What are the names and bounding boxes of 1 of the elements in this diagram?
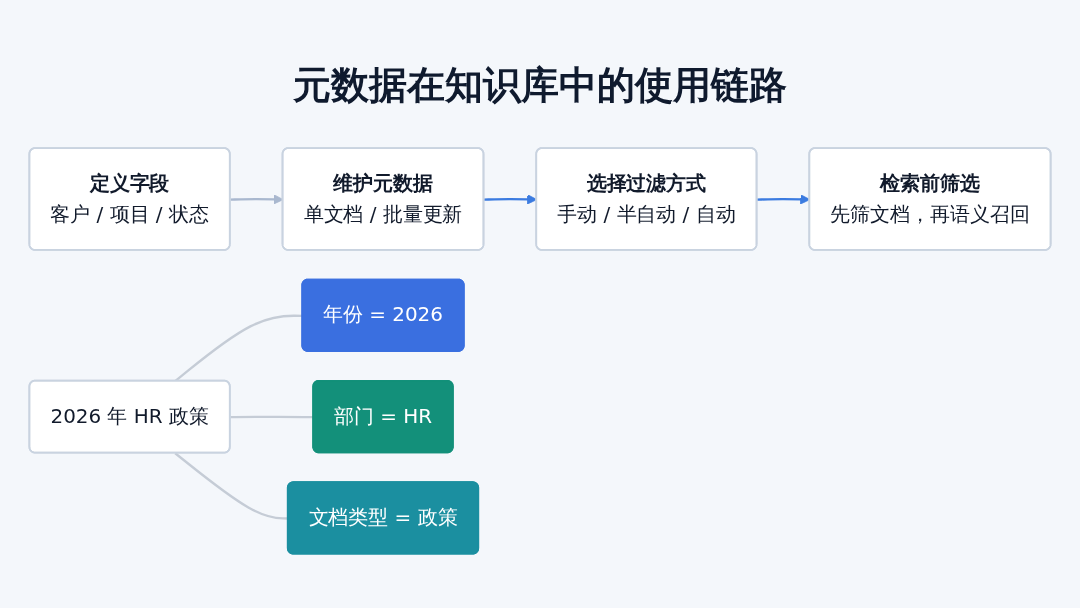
diagram-title: 元数据在知识库中的使用链路 [293,62,787,109]
